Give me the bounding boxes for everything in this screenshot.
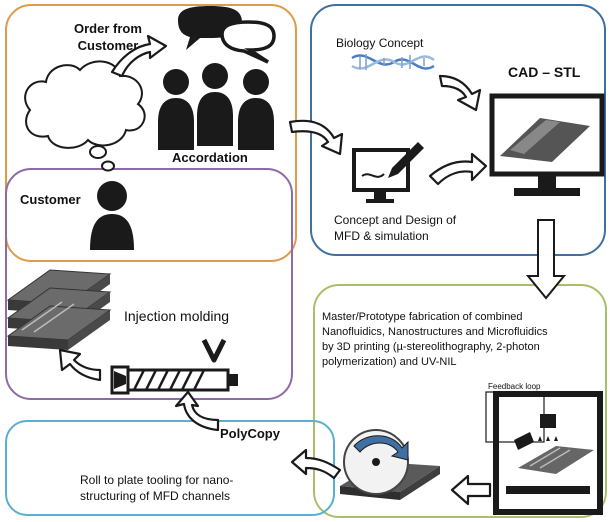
drawing-tablet-icon (352, 142, 424, 203)
people-group-icon (158, 63, 274, 150)
biology-concept-label: Biology Concept (336, 36, 424, 50)
cad-stl-label: CAD – STL (508, 64, 581, 80)
3d-printer-icon (485, 391, 603, 515)
injection-molding-label: Injection molding (124, 308, 230, 324)
accord-to-concept-arrow (288, 119, 344, 156)
feedback-loop-label: Feedback loop (488, 382, 541, 391)
bio-to-cad-arrow (438, 74, 482, 112)
master-fabrication-label: Master/Prototype fabrication of combined… (322, 311, 548, 368)
cad-to-fab-arrow (525, 219, 567, 300)
thought-cloud-icon (24, 60, 146, 172)
order-from-customer-label: Order from Customer (74, 21, 142, 53)
speech-bubbles-icon (178, 6, 276, 64)
person-icon (90, 181, 134, 250)
customer-order-box (5, 4, 297, 262)
roller-icon (340, 429, 440, 500)
accordation-label: Accordation (172, 150, 248, 165)
injection-screw-icon (110, 338, 238, 395)
concept-design-label: Concept and Design of MFD & simulation (334, 213, 457, 243)
customer-label: Customer (20, 192, 81, 207)
roller-to-polycopy-arrow (290, 448, 342, 480)
concept-to-cad-arrow (428, 152, 488, 186)
chip-stack-icon (6, 269, 112, 350)
polycopy-up-arrow (174, 390, 220, 432)
printer-to-roller-arrow (450, 474, 492, 506)
customer-box (5, 168, 293, 400)
fabrication-box (313, 284, 607, 518)
molding-arrow (58, 348, 102, 382)
monitor-icon (489, 93, 605, 196)
polycopy-label: PolyCopy (220, 426, 280, 441)
order-arrow (110, 34, 168, 78)
roll-to-plate-label: Roll to plate tooling for nano- structur… (80, 473, 234, 503)
dna-icon (351, 54, 435, 70)
